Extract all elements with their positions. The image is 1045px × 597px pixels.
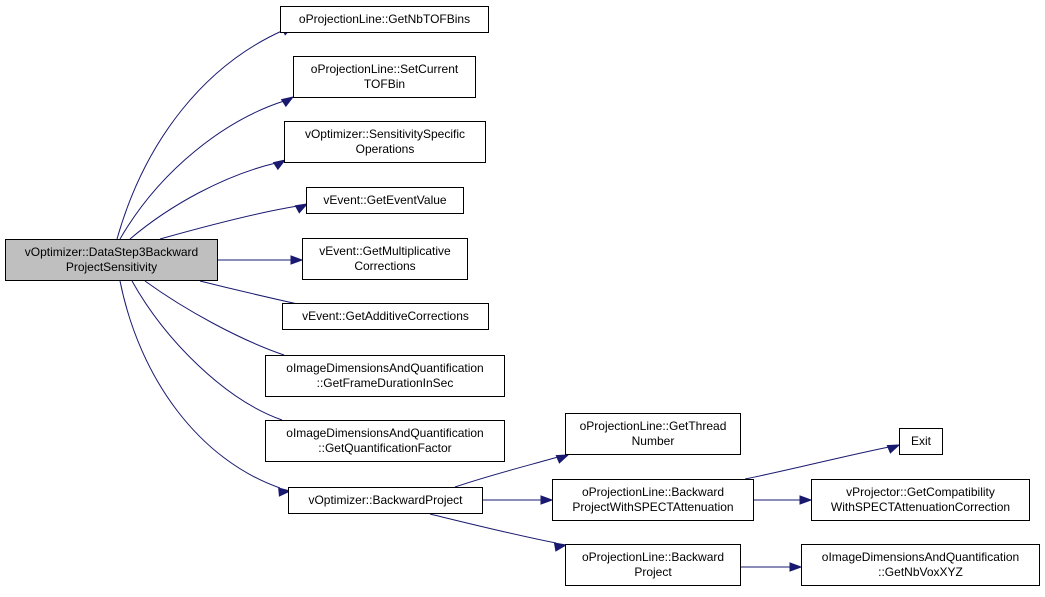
edge-root-to-backward-project-arrowhead — [278, 487, 292, 497]
edge-root-to-sensitivity-specific-arrowhead — [272, 159, 287, 171]
node-get-thread-number[interactable]: oProjectionLine::GetThread Number — [565, 413, 741, 455]
edge-backward-project-to-bp-spect-arrowhead — [540, 495, 554, 505]
node-get-nb-tof-bins-label: oProjectionLine::GetNbTOFBins — [298, 12, 471, 26]
node-projection-line-backward-project-label: oProjectionLine::Backward Project — [581, 550, 725, 579]
node-optimizer-backward-project-label: vOptimizer::BackwardProject — [308, 493, 463, 507]
node-get-thread-number-label: oProjectionLine::GetThread Number — [579, 419, 727, 448]
edge-root-to-get-additive — [199, 280, 303, 306]
edge-bp-spect-to-exit — [744, 446, 890, 480]
node-get-multiplicative-corrections[interactable]: vEvent::GetMultiplicative Corrections — [302, 238, 468, 280]
edge-root-to-sensitivity-specific — [129, 162, 277, 240]
node-root[interactable]: vOptimizer::DataStep3Backward ProjectSen… — [5, 239, 218, 281]
node-set-current-tof-bin-label: oProjectionLine::SetCurrent TOFBin — [310, 62, 459, 91]
node-get-quantification-factor-label: oImageDimensionsAndQuantification ::GetQ… — [286, 426, 484, 455]
node-sensitivity-specific-operations-label: vOptimizer::SensitivitySpecific Operatio… — [304, 127, 466, 156]
node-get-nb-vox-xyz[interactable]: oImageDimensionsAndQuantification ::GetN… — [801, 544, 1040, 586]
edge-backward-project-to-bp-line-arrowhead — [553, 542, 568, 552]
node-get-additive-corrections-label: vEvent::GetAdditiveCorrections — [302, 309, 469, 323]
edge-bp-line-to-get-nb-vox-arrowhead — [789, 562, 803, 572]
node-get-quantification-factor[interactable]: oImageDimensionsAndQuantification ::GetQ… — [265, 420, 505, 462]
node-get-compatibility-label: vProjector::GetCompatibility WithSPECTAt… — [830, 485, 1011, 514]
edge-root-to-get-event-value — [159, 205, 299, 240]
node-sensitivity-specific-operations[interactable]: vOptimizer::SensitivitySpecific Operatio… — [284, 121, 486, 163]
node-get-frame-duration-in-sec-label: oImageDimensionsAndQuantification ::GetF… — [286, 361, 484, 390]
edge-root-to-get-event-value-arrowhead — [294, 203, 309, 214]
edge-backward-project-to-bp-line — [429, 513, 557, 544]
edge-root-to-backward-project — [119, 280, 281, 489]
node-exit[interactable]: Exit — [899, 428, 943, 455]
edge-bp-spect-to-exit-arrowhead — [886, 444, 901, 454]
edge-root-to-set-current-tof-bin — [119, 100, 285, 240]
edge-backward-project-to-get-thread-number-arrowhead — [555, 454, 570, 464]
edge-root-to-get-quant-factor — [131, 280, 283, 421]
node-exit-label: Exit — [910, 434, 931, 448]
node-get-nb-vox-xyz-label: oImageDimensionsAndQuantification ::GetN… — [821, 550, 1020, 579]
edge-root-to-set-current-tof-bin-arrowhead — [280, 96, 295, 108]
node-optimizer-backward-project[interactable]: vOptimizer::BackwardProject — [288, 487, 483, 514]
node-set-current-tof-bin[interactable]: oProjectionLine::SetCurrent TOFBin — [293, 56, 476, 98]
node-backward-project-with-spect-attenuation-label: oProjectionLine::Backward ProjectWithSPE… — [572, 485, 734, 514]
node-backward-project-with-spect-attenuation[interactable]: oProjectionLine::Backward ProjectWithSPE… — [552, 479, 754, 521]
node-get-compatibility-with-spect-attenuation-correction[interactable]: vProjector::GetCompatibility WithSPECTAt… — [811, 479, 1030, 521]
edge-root-to-get-nb-tof-bins — [116, 29, 285, 240]
edge-bp-spect-to-get-compat-arrowhead — [799, 495, 813, 505]
node-get-additive-corrections[interactable]: vEvent::GetAdditiveCorrections — [282, 303, 489, 330]
edge-root-to-get-multiplicative-arrowhead — [290, 255, 304, 265]
node-get-multiplicative-corrections-label: vEvent::GetMultiplicative Corrections — [319, 244, 451, 273]
node-get-event-value-label: vEvent::GetEventValue — [323, 193, 447, 207]
node-get-event-value[interactable]: vEvent::GetEventValue — [306, 187, 464, 214]
node-projection-line-backward-project[interactable]: oProjectionLine::Backward Project — [565, 544, 741, 586]
node-get-nb-tof-bins[interactable]: oProjectionLine::GetNbTOFBins — [280, 6, 489, 33]
node-get-frame-duration-in-sec[interactable]: oImageDimensionsAndQuantification ::GetF… — [265, 355, 505, 397]
node-root-label: vOptimizer::DataStep3Backward ProjectSen… — [24, 245, 199, 274]
edge-backward-project-to-get-thread-number — [454, 456, 559, 488]
edge-root-to-get-frame-duration — [144, 280, 285, 356]
